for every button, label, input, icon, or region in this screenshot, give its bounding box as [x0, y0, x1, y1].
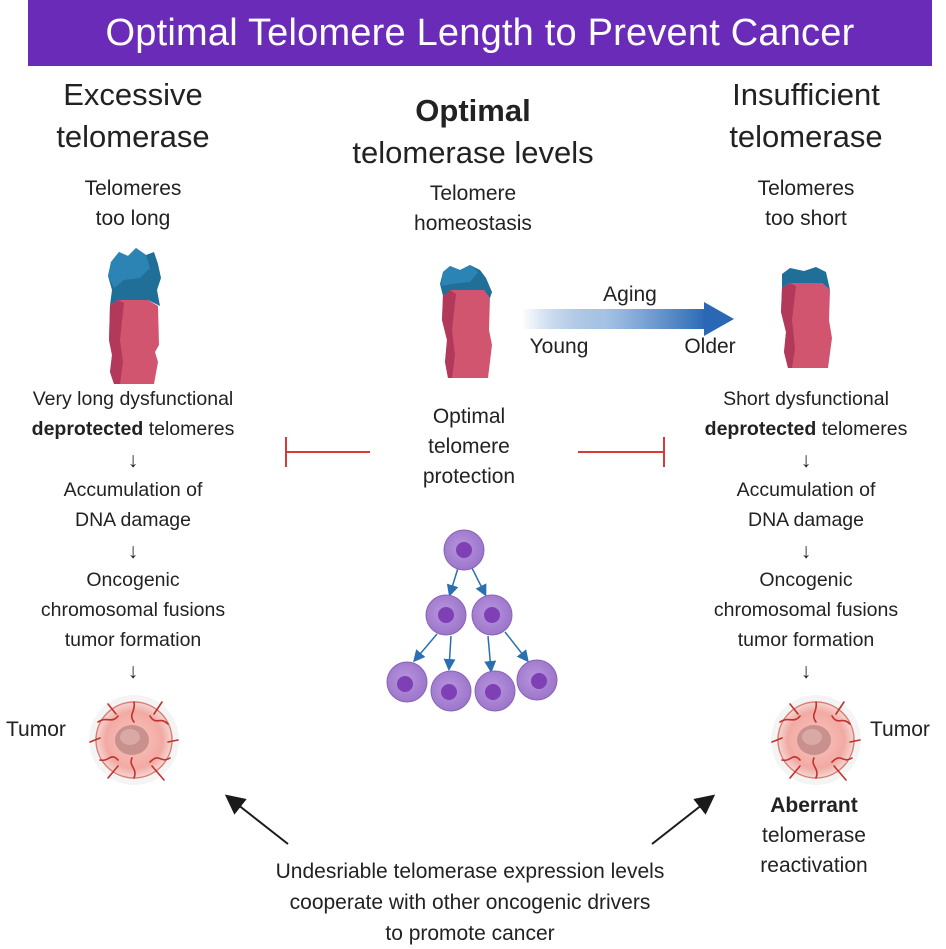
tumor-right-icon [771, 695, 861, 785]
inhibit-right-line [578, 437, 665, 467]
bottom-caption: Undesriable telomerase expression levels… [275, 860, 665, 945]
title-banner: Optimal Telomere Length to Prevent Cance… [28, 0, 932, 66]
left-down-arrow-3: ↓ [127, 660, 139, 683]
center-subheader: Telomere homeostasis [414, 182, 532, 235]
left-deprotected-bold: deprotected [31, 418, 144, 440]
left-oncogenic: Oncogenic chromosomal fusions tumor form… [40, 569, 226, 651]
arrow-to-right-tumor [651, 794, 716, 845]
right-description: Short dysfunctional deprotected telomere… [704, 388, 908, 440]
left-tumor-label: Tumor [6, 718, 66, 741]
cell-icon [430, 670, 472, 712]
cell-icon [474, 670, 516, 712]
page-title: Optimal Telomere Length to Prevent Cance… [105, 11, 855, 54]
left-description: Very long dysfunctional deprotected telo… [31, 388, 235, 440]
right-down-arrow-2: ↓ [800, 540, 812, 563]
aging-arrow [522, 302, 734, 336]
cell-icon [425, 594, 467, 636]
right-dna-damage: Accumulation of DNA damage [736, 479, 876, 531]
right-down-arrow-3: ↓ [800, 660, 812, 683]
cell-icon [386, 661, 428, 703]
right-down-arrow-1: ↓ [800, 449, 812, 472]
inhibit-left-line [285, 437, 370, 467]
right-oncogenic: Oncogenic chromosomal fusions tumor form… [713, 569, 899, 651]
left-down-arrow-1: ↓ [127, 449, 139, 472]
older-label: Older [684, 335, 736, 358]
right-deprotected-bold: deprotected [704, 418, 817, 440]
right-header: Insufficient telomerase [729, 77, 883, 154]
short-telomere-chromosome-icon [781, 267, 832, 368]
cell-division-tree [386, 529, 558, 712]
right-tumor-label: Tumor [870, 718, 930, 741]
aging-label: Aging [603, 283, 657, 306]
tumor-left-icon [89, 695, 179, 785]
cell-icon [443, 529, 485, 571]
cell-icon [471, 594, 513, 636]
left-subheader: Telomeres too long [84, 177, 182, 230]
right-subheader: Telomeres too short [757, 177, 855, 230]
arrow-to-left-tumor [224, 794, 289, 845]
long-telomere-chromosome-icon [108, 248, 161, 384]
left-header: Excessive telomerase [56, 77, 210, 154]
optimal-telomere-chromosome-icon [440, 265, 492, 378]
left-dna-damage: Accumulation of DNA damage [63, 479, 203, 531]
center-protection: Optimal telomere protection [422, 405, 516, 488]
cell-icon [516, 659, 558, 701]
aberrant-bold: Aberrant [770, 794, 858, 817]
aberrant-reactivation: Aberrant telomerase reactivation [760, 794, 868, 877]
center-header: Optimal telomerase levels [352, 93, 594, 170]
left-down-arrow-2: ↓ [127, 540, 139, 563]
center-optimal-bold: Optimal [415, 93, 531, 128]
young-label: Young [529, 335, 589, 358]
